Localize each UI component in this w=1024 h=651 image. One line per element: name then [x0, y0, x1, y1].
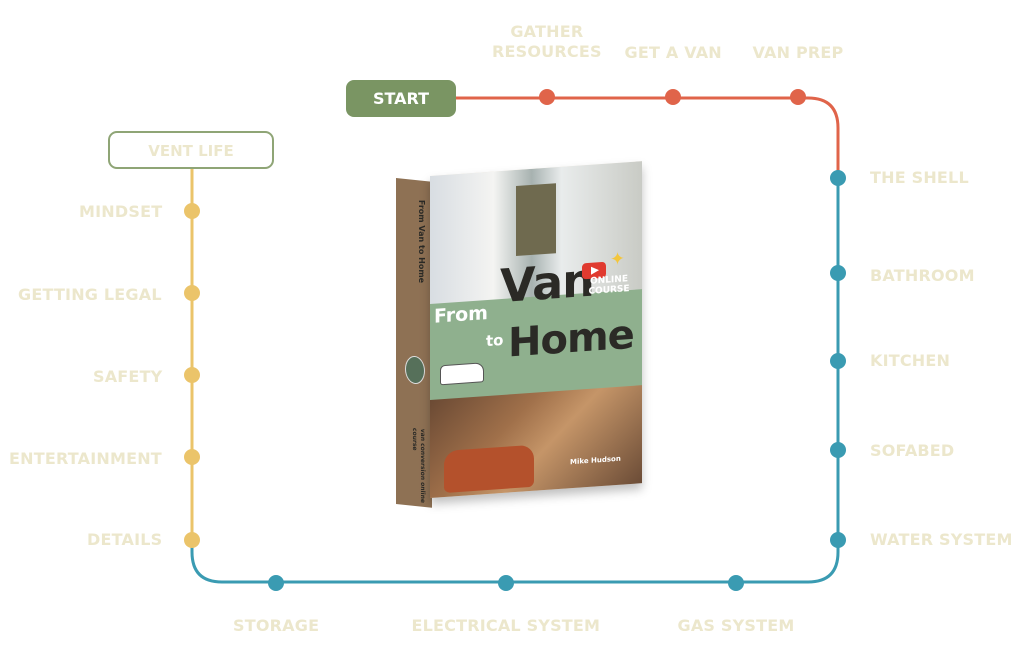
stop-dot-bathroom — [830, 265, 846, 281]
stop-label-line: VAN PREP — [752, 43, 844, 62]
start-box: START — [346, 80, 456, 117]
path-teal — [190, 178, 840, 584]
stop-label-legal: GETTING LEGAL — [18, 285, 162, 305]
stop-label-line: GETTING LEGAL — [18, 285, 162, 304]
stop-label-get-van: GET A VAN — [625, 43, 722, 63]
stop-dot-get-van — [665, 89, 681, 105]
sparkle-icon: ✦ — [610, 248, 626, 271]
stop-label-line: SAFETY — [93, 367, 163, 386]
title-from: From — [434, 301, 488, 328]
stop-dot-electrical — [498, 575, 514, 591]
stop-label-line: MINDSET — [79, 202, 163, 221]
stop-label-storage: STORAGE — [233, 616, 319, 636]
van-icon — [440, 362, 484, 386]
roadmap-stops — [184, 89, 846, 591]
stop-label-gas: GAS SYSTEM — [678, 616, 795, 636]
stop-dot-shell — [830, 170, 846, 186]
spine-subtitle: van conversion online course — [411, 427, 426, 504]
stop-dot-sofabed — [830, 442, 846, 458]
spine-badge-icon — [405, 354, 425, 386]
stop-label-line: KITCHEN — [870, 351, 951, 370]
path-orange — [456, 96, 840, 178]
stop-label-line: ELECTRICAL SYSTEM — [411, 616, 601, 635]
title-to: to — [486, 330, 504, 351]
product-spine: From Van to Home van conversion online c… — [396, 178, 432, 508]
stop-label-line: WATER SYSTEM — [870, 530, 1013, 549]
stop-dot-legal — [184, 285, 200, 301]
end-box: VENT LIFE — [108, 131, 274, 169]
title-home: Home — [508, 311, 634, 367]
stop-label-line: SOFABED — [870, 441, 955, 460]
stop-label-line: ENTERTAINMENT — [9, 449, 162, 468]
stop-label-bathroom: BATHROOM — [870, 266, 975, 286]
stop-label-line: RESOURCES — [492, 42, 602, 61]
stop-dot-gather — [539, 89, 555, 105]
stop-label-line: GATHER — [510, 22, 584, 41]
stop-label-line: THE SHELL — [870, 168, 969, 187]
stop-label-line: GET A VAN — [624, 43, 722, 62]
stop-label-line: GAS SYSTEM — [677, 616, 795, 635]
stop-dot-entertainment — [184, 449, 200, 465]
stop-dot-mindset — [184, 203, 200, 219]
product-face: From Van to Home ✦ ONLINE COURSE Mike Hu… — [430, 161, 642, 498]
finished-van-photo — [430, 385, 642, 498]
course-product-box: From Van to Home van conversion online c… — [396, 161, 642, 510]
stop-label-van-prep: VAN PREP — [753, 43, 844, 63]
spine-title: From Van to Home — [417, 199, 426, 284]
stop-dot-kitchen — [830, 353, 846, 369]
stop-label-shell: THE SHELL — [870, 168, 969, 188]
stop-label-line: STORAGE — [233, 616, 320, 635]
stop-dot-gas — [728, 575, 744, 591]
stop-label-details: DETAILS — [87, 530, 162, 550]
stop-label-water: WATER SYSTEM — [870, 530, 1013, 550]
stop-dot-storage — [268, 575, 284, 591]
stop-dot-water — [830, 532, 846, 548]
stop-dot-details — [184, 532, 200, 548]
stop-label-line: DETAILS — [87, 530, 163, 549]
stop-label-sofabed: SOFABED — [870, 441, 954, 461]
stop-label-electrical: ELECTRICAL SYSTEM — [412, 616, 601, 636]
stop-label-line: BATHROOM — [870, 266, 975, 285]
stop-label-mindset: MINDSET — [79, 202, 162, 222]
stop-dot-safety — [184, 367, 200, 383]
stop-label-entertainment: ENTERTAINMENT — [9, 449, 162, 469]
stop-dot-van-prep — [790, 89, 806, 105]
stop-label-safety: SAFETY — [93, 367, 162, 387]
stop-label-kitchen: KITCHEN — [870, 351, 950, 371]
